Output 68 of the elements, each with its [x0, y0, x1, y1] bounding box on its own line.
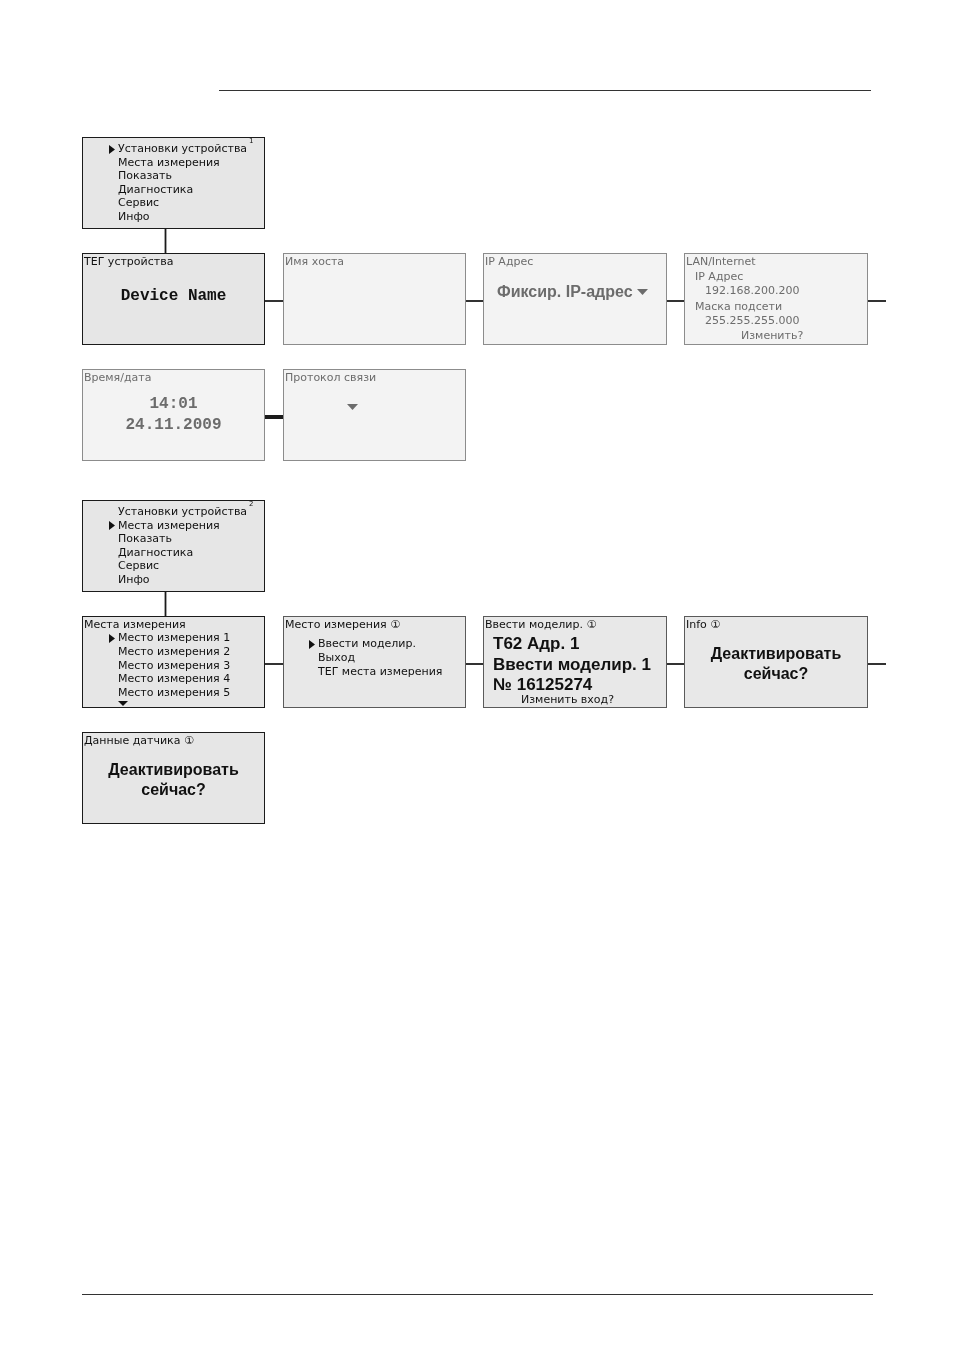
menu-item: ТЕГ места измерения — [318, 665, 443, 679]
value-text: Ввести моделир. 1 — [493, 655, 651, 675]
menu-item: Диагностика — [118, 545, 194, 560]
display-screen — [283, 253, 466, 345]
display-screen — [483, 253, 667, 345]
connector-line — [666, 300, 685, 302]
prompt-text: Деактивировать сейчас? — [710, 644, 842, 684]
menu-item: Сервис — [118, 559, 160, 574]
menu-item: Сервис — [118, 196, 160, 211]
connector-line — [867, 300, 887, 302]
value-text: 192.168.200.200 — [705, 284, 800, 298]
value-text: 255.255.255.000 — [705, 314, 800, 328]
menu-item: Показать — [118, 532, 172, 547]
menu-item: Место измерения 2 — [118, 645, 231, 659]
menu-item: Место измерения 5 — [118, 686, 231, 700]
screen-title: Info ① — [686, 617, 721, 632]
connector-line — [164, 591, 167, 617]
display-screen — [483, 616, 667, 708]
field-label: IP Адрес — [695, 270, 744, 284]
connector-line — [264, 663, 284, 665]
screen-title: Имя хоста — [285, 254, 345, 269]
screen-title: Данные датчика ① — [84, 733, 194, 748]
value-text: T62 Адр. 1 — [493, 634, 580, 654]
prompt-text: Деактивировать сейчас? — [108, 760, 239, 800]
display-screen — [82, 616, 265, 708]
value-text: Фиксир. IP-адрес — [497, 282, 633, 302]
display-screen — [283, 369, 466, 461]
prompt-text: Изменить? — [741, 329, 804, 343]
screen-title: Места измерения — [84, 617, 186, 632]
display-screen — [82, 732, 265, 824]
menu-item: Инфо — [118, 210, 150, 224]
connector-line — [265, 415, 283, 419]
screen-title: Место измерения ① — [285, 617, 401, 632]
connector-line — [465, 663, 484, 665]
display-screen — [82, 137, 265, 229]
menu-item: Место измерения 1 — [118, 631, 231, 645]
menu-item: Места измерения — [118, 518, 220, 533]
screen-title: Ввести моделир. ① — [485, 617, 597, 632]
display-screen — [684, 253, 868, 345]
screen-title: LAN/Internet — [686, 254, 756, 269]
value-text: 14:01 — [149, 394, 198, 414]
menu-item: Место измерения 4 — [118, 672, 231, 686]
connector-line — [164, 228, 167, 254]
menu-item: Инфо — [118, 573, 150, 587]
screen-title: Время/дата — [84, 370, 152, 385]
connector-line — [666, 663, 685, 665]
value-text: 24.11.2009 — [125, 415, 222, 435]
screen-title: ТЕГ устройства — [84, 254, 174, 269]
display-screen — [82, 500, 265, 592]
menu-item: Показать — [118, 169, 172, 184]
field-label: Маска подсети — [695, 300, 783, 314]
menu-item: Диагностика — [118, 182, 194, 197]
value-text: № 16125274 — [493, 675, 593, 695]
screen-title: Протокол связи — [285, 370, 377, 385]
display-screen — [82, 253, 265, 345]
display-screen — [283, 616, 466, 708]
menu-item: Выход — [318, 651, 356, 665]
menu-item: Место измерения 3 — [118, 659, 231, 673]
screen-title: IP Адрес — [485, 254, 534, 269]
connector-line — [867, 663, 887, 665]
menu-item: Места измерения — [118, 155, 220, 170]
menu-item: Ввести моделир. — [318, 637, 416, 651]
display-screen — [684, 616, 868, 708]
prompt-text: Изменить вход? — [521, 693, 615, 707]
value-text: Device Name — [120, 286, 227, 306]
display-screen — [82, 369, 265, 461]
connector-line — [264, 300, 284, 302]
connector-line — [465, 300, 484, 302]
